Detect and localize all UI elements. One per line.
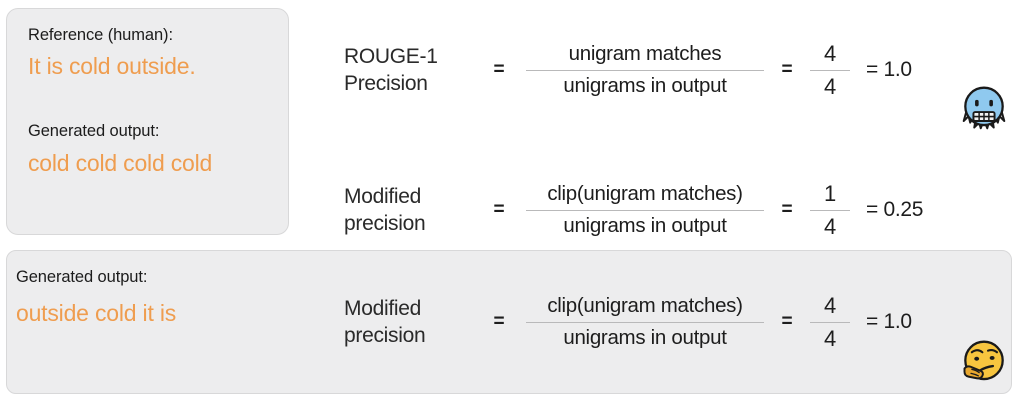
formula-fraction: clip(unigram matches) unigrams in output [526, 181, 764, 238]
generated-output-text-top: cold cold cold cold [28, 150, 213, 176]
fraction-bar [810, 321, 850, 323]
equation-name-line1: Modified [344, 296, 421, 320]
fraction-bar [810, 209, 850, 211]
equation-name-line2: precision [344, 324, 426, 347]
formula-denominator: unigrams in output [563, 325, 727, 349]
value-numerator: 4 [824, 293, 836, 319]
example-panel-top [6, 8, 289, 235]
equals-sign-1: = [493, 311, 505, 332]
fraction-bar [526, 69, 764, 71]
reference-label: Reference (human): [28, 26, 173, 44]
cold-face-emoji [958, 82, 1010, 134]
thinking-face-emoji [958, 336, 1010, 388]
equation-name-line1: ROUGE-1 [344, 44, 438, 68]
equation-row-modified-precision-reordered: Modified precision = clip(unigram matche… [344, 282, 912, 362]
formula-numerator: clip(unigram matches) [547, 182, 743, 206]
equation-result: = 1.0 [866, 310, 912, 333]
equals-sign-2: = [781, 59, 793, 80]
equation-name-line2: Precision [344, 72, 428, 95]
fraction-bar [526, 321, 764, 323]
equation-result: = 0.25 [866, 198, 924, 221]
formula-numerator: clip(unigram matches) [547, 294, 743, 318]
value-fraction: 4 4 [810, 41, 850, 99]
value-denominator: 4 [824, 325, 836, 351]
equation-result: = 1.0 [866, 58, 912, 81]
reference-text: It is cold outside. [28, 53, 196, 79]
value-fraction: 1 4 [810, 181, 850, 239]
equation-name: Modified precision [344, 183, 472, 238]
equals-sign-2: = [781, 199, 793, 220]
generated-output-label-bottom: Generated output: [16, 268, 148, 286]
formula-fraction: unigram matches unigrams in output [526, 41, 764, 98]
equation-name: ROUGE-1 Precision [344, 43, 472, 98]
equals-sign-1: = [493, 59, 505, 80]
equation-row-modified-precision-repeated: Modified precision = clip(unigram matche… [344, 170, 923, 250]
equation-name-line1: Modified [344, 184, 421, 208]
equation-name: Modified precision [344, 295, 472, 350]
generated-output-text-bottom: outside cold it is [16, 300, 177, 326]
value-denominator: 4 [824, 213, 836, 239]
value-numerator: 4 [824, 41, 836, 67]
generated-output-label-top: Generated output: [28, 122, 160, 140]
formula-numerator: unigram matches [568, 42, 722, 66]
formula-denominator: unigrams in output [563, 73, 727, 97]
equals-sign-2: = [781, 311, 793, 332]
formula-fraction: clip(unigram matches) unigrams in output [526, 293, 764, 350]
value-fraction: 4 4 [810, 293, 850, 351]
fraction-bar [810, 69, 850, 71]
equals-sign-1: = [493, 199, 505, 220]
value-numerator: 1 [824, 181, 836, 207]
value-denominator: 4 [824, 73, 836, 99]
equation-name-line2: precision [344, 212, 426, 235]
equation-row-rouge1-precision: ROUGE-1 Precision = unigram matches unig… [344, 30, 912, 110]
fraction-bar [526, 209, 764, 211]
formula-denominator: unigrams in output [563, 213, 727, 237]
